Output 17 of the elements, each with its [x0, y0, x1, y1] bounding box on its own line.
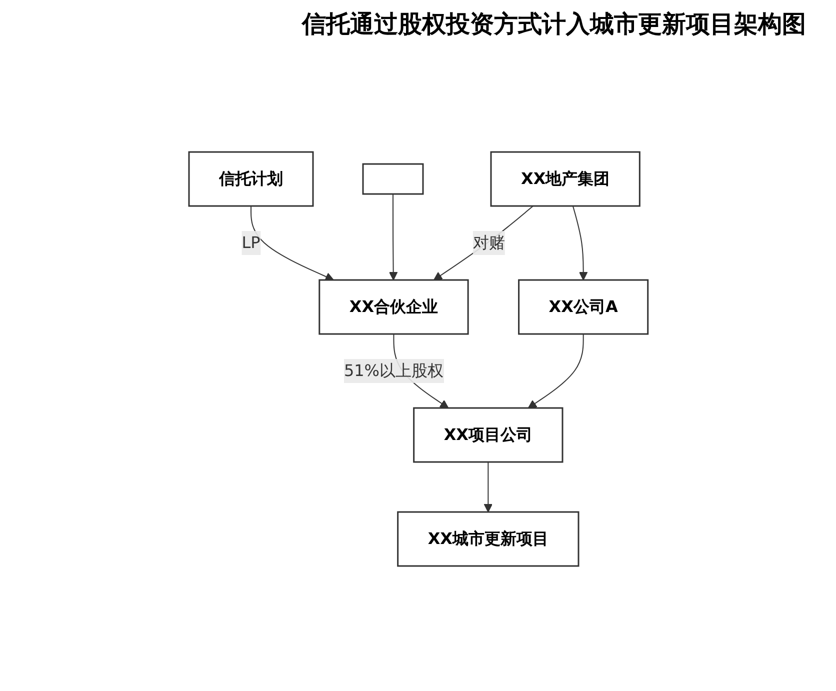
node-box: 信托计划	[188, 151, 314, 207]
node-box: XX公司A	[518, 279, 648, 335]
arrow	[572, 206, 588, 280]
arrow	[483, 462, 492, 512]
arrow	[433, 206, 534, 280]
arrow	[250, 206, 334, 281]
arrow	[388, 194, 398, 280]
node-box: XX合伙企业	[318, 279, 468, 335]
node-box: XX城市更新项目	[396, 511, 579, 567]
node-box: XX地产集团	[490, 151, 640, 207]
edge-label: 51%以上股权	[344, 361, 444, 380]
node-box: XX项目公司	[412, 407, 563, 463]
edge-label: LP	[241, 233, 260, 252]
edge-label: 对赌	[472, 233, 504, 252]
node-box	[362, 163, 424, 195]
diagram-title: 信托通过股权投资方式计入城市更新项目架构图	[300, 9, 807, 40]
arrow	[527, 334, 584, 408]
